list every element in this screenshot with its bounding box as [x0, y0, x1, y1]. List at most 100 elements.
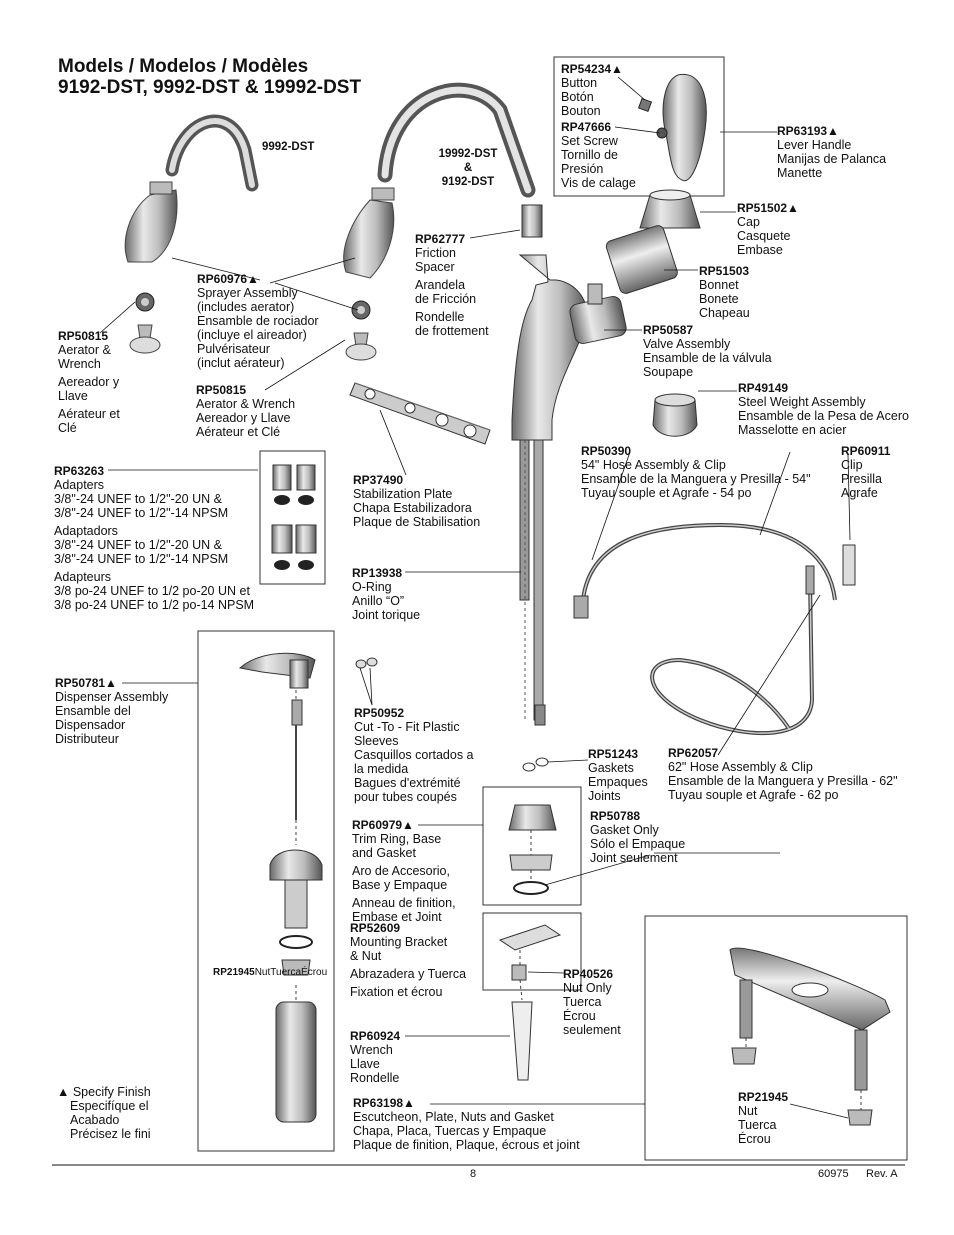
part-description-line: Adapters	[54, 478, 105, 492]
part-description-line: Llave	[350, 1057, 380, 1071]
part-description-line: Abrazadera y Tuerca	[350, 967, 467, 981]
part-description-line: Nut	[738, 1104, 758, 1118]
part-description-line: Ensamble del	[55, 704, 131, 718]
part-number: RP47666	[561, 120, 612, 134]
part-description-line: Aereador y Llave	[196, 411, 291, 425]
part-description-line: Casquete	[737, 229, 791, 243]
part-number: RP50815	[58, 329, 109, 343]
hose-54	[581, 522, 837, 601]
part-description-line: Wrench	[350, 1043, 393, 1057]
part-description-line: O-Ring	[352, 580, 392, 594]
part-description-line: Masselotte en acier	[738, 423, 847, 437]
part-description-line: Ensamble de la válvula	[643, 351, 772, 365]
trim-ring-box	[482, 786, 582, 906]
part-description-line: (includes aerator)	[197, 300, 295, 314]
part-number: RP50815	[196, 383, 247, 397]
part-description-line: Embase et Joint	[352, 910, 442, 924]
part-description-line: pour tubes coupés	[354, 790, 457, 804]
part-description-line: Manette	[777, 166, 823, 180]
part-description-line: Escutcheon, Plate, Nuts and Gasket	[353, 1110, 554, 1124]
part-description-line: Rondelle	[415, 310, 465, 324]
escutcheon-box	[644, 915, 908, 1161]
part-description-line: Cap	[737, 215, 760, 229]
part-description-line: Set Screw	[561, 134, 618, 148]
part-description-line: Clip	[841, 458, 863, 472]
part-number: RP50788	[590, 809, 641, 823]
part-number: RP60924	[350, 1029, 401, 1043]
part-description-line: Chapeau	[699, 306, 750, 320]
part-description-line: 3/8"-24 UNEF to 1/2"-14 NPSM	[54, 552, 229, 566]
part-description-line: Vis de calage	[561, 176, 636, 190]
part-description-line: Gaskets	[588, 761, 634, 775]
part-number: RP52609	[350, 921, 401, 935]
friction-spacer	[521, 204, 543, 238]
part-description-line: Ensamble de la Manguera y Presilla - 62"	[668, 774, 898, 788]
part-description-line: Button	[561, 76, 598, 90]
part-description-line: Ensamble de la Manguera y Presilla - 54"	[581, 472, 811, 486]
part-number: RP62057	[668, 746, 719, 760]
part-number: RP37490	[353, 473, 404, 487]
part-description-line: Anneau de finition,	[352, 896, 456, 910]
part-description-line: Joint torique	[352, 608, 421, 622]
part-description-line: Soupape	[643, 365, 694, 379]
part-number: RP63263	[54, 464, 105, 478]
part-description-line: Agrafe	[841, 486, 878, 500]
part-number: RP51243	[588, 747, 639, 761]
doc-number: 60975	[818, 1168, 849, 1180]
part-description-line: Ensamble de la Pesa de Acero	[738, 409, 909, 423]
part-description-line: Tuerca	[563, 995, 602, 1009]
part-description-line: de Fricción	[415, 292, 477, 306]
label-rp21945-a: RP21945NutTuercaÉcrou	[213, 967, 327, 979]
part-description-line: Aérateur et Clé	[196, 425, 281, 439]
part-description-line: Rondelle	[350, 1071, 400, 1085]
part-number: RP62777	[415, 232, 466, 246]
part-description-line: Botón	[561, 90, 594, 104]
part-description-line: Cut -To - Fit Plastic	[354, 720, 460, 734]
mounting-bracket-box	[482, 912, 582, 991]
part-description-line: 3/8"-24 UNEF to 1/2"-20 UN &	[54, 538, 222, 552]
sprayer-19992	[343, 199, 395, 279]
part-description-line: Aereador y	[58, 375, 120, 389]
finish-note-line: Précisez le fini	[70, 1127, 151, 1141]
part-description-line: Presión	[561, 162, 604, 176]
title-line-1: Models / Modelos / Modèles	[58, 56, 309, 77]
part-description-line: Joints	[588, 789, 621, 803]
part-description-line: Stabilization Plate	[353, 487, 453, 501]
dispenser-box	[197, 630, 335, 1152]
part-description-line: Mounting Bracket	[350, 935, 448, 949]
part-description-line: 3/8 po-24 UNEF to 1/2 po-20 UN et	[54, 584, 250, 598]
part-description-line: Chapa, Placa, Tuercas y Empaque	[353, 1124, 547, 1138]
revision: Rev. A	[866, 1168, 898, 1180]
part-number: RP40526	[563, 967, 614, 981]
part-description-line: 54" Hose Assembly & Clip	[581, 458, 726, 472]
part-description-line: Bonete	[699, 292, 739, 306]
part-number: RP50587	[643, 323, 694, 337]
part-number: RP60976▲	[197, 272, 259, 286]
part-description-line: Anillo “O”	[352, 594, 405, 608]
part-description-line: Llave	[58, 389, 88, 403]
lever-handle	[662, 73, 707, 182]
part-description-line: Écrou	[738, 1132, 771, 1146]
part-description-line: (incluye el aireador)	[197, 328, 307, 342]
part-description-line: Embase	[737, 243, 783, 257]
part-description-line: Plaque de finition, Plaque, écrous et jo…	[353, 1138, 580, 1152]
part-description-line: Aérateur et	[58, 407, 120, 421]
part-number: RP49149	[738, 381, 789, 395]
part-description-line: Fixation et écrou	[350, 985, 443, 999]
